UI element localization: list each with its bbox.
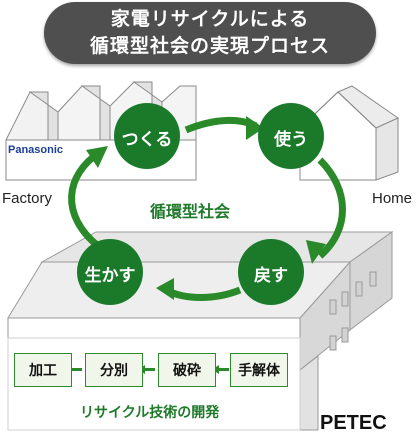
node-reuse-label: 生かす [84, 266, 136, 286]
arrow-reuse-to-make [68, 149, 102, 249]
process-step-hand-disassembly: 手解体 [230, 353, 288, 387]
title-banner: 家電リサイクルによる 循環型社会の実現プロセス [44, 2, 376, 64]
node-use-label: 使う [274, 130, 308, 150]
factory-label: Factory [2, 190, 53, 207]
recycling-tech-label: リサイクル技術の開発 [80, 405, 220, 421]
node-make-label: つくる [121, 130, 173, 150]
title-line-1: 家電リサイクルによる [110, 8, 310, 30]
petec-label: PETEC [320, 412, 387, 434]
process-step-processing: 加工 [14, 353, 72, 387]
cycle-center-label: 循環型社会 [150, 202, 231, 221]
process-step-crushing: 破砕 [158, 353, 216, 387]
home-label: Home [372, 190, 413, 207]
arrow-heads [86, 116, 326, 300]
panasonic-logo: Panasonic [8, 144, 64, 156]
node-return-label: 戻す [254, 266, 288, 286]
process-step-sorting: 分別 [85, 353, 143, 387]
title-line-2: 循環型社会の実現プロセス [89, 35, 330, 57]
arrow-use-to-return [317, 157, 346, 259]
